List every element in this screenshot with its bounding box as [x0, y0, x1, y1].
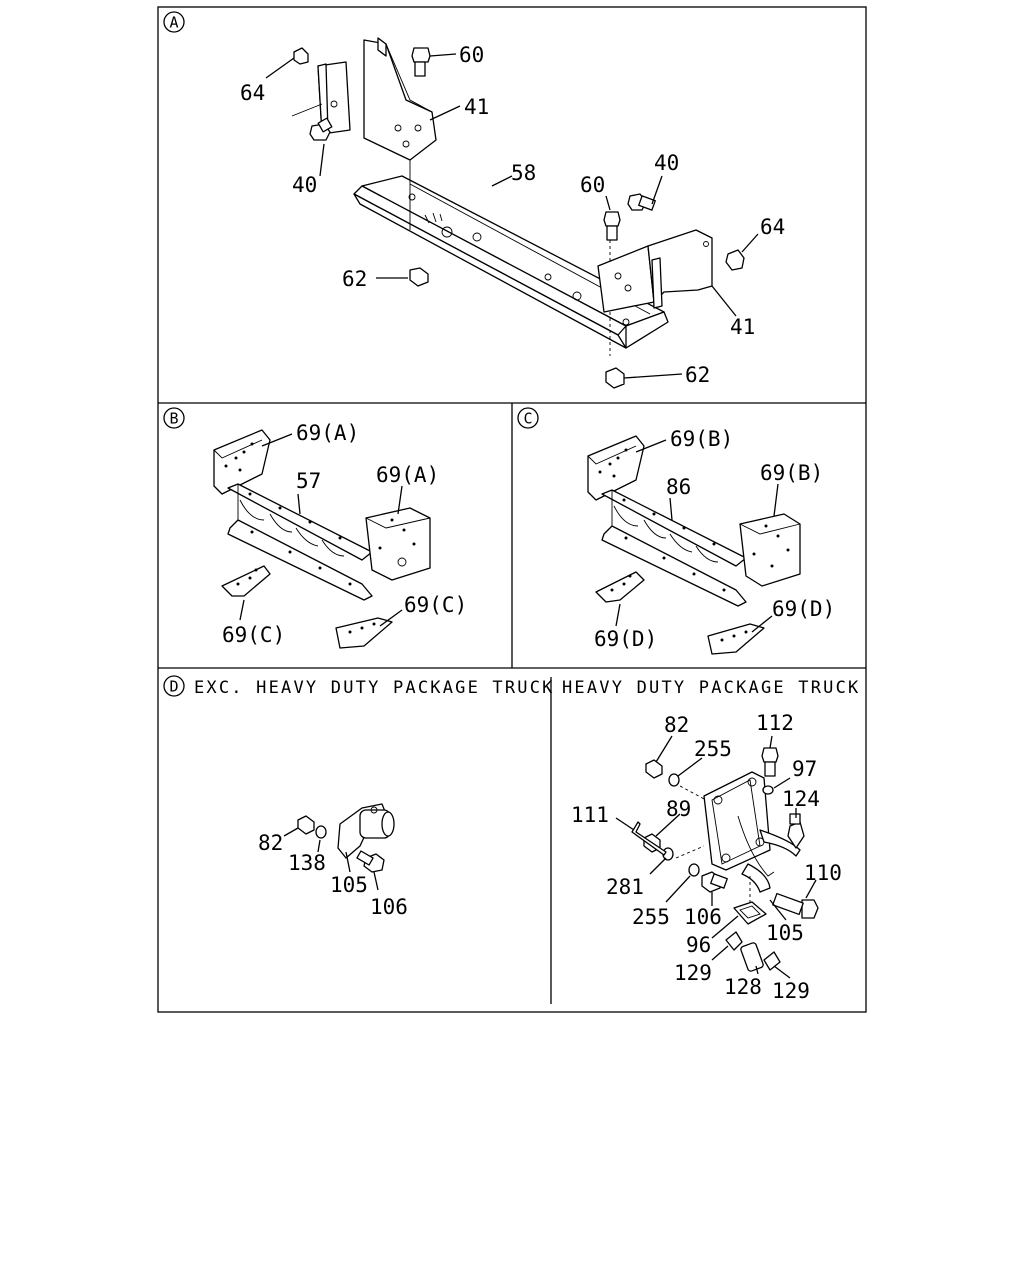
panel-c-marker: C — [523, 410, 532, 428]
callout-255-bottom: 255 — [632, 905, 670, 929]
callout-41-right: 41 — [730, 315, 755, 339]
panel-a: A — [163, 11, 785, 389]
leaders-b — [239, 433, 403, 627]
panel-b: B 69(A) — [163, 407, 467, 649]
callout-124: 124 — [782, 787, 820, 811]
leaders-d-right — [615, 735, 817, 979]
hardware-a-drawing — [293, 47, 745, 389]
callout-112: 112 — [756, 711, 794, 735]
callout-69a-right: 69(A) — [376, 463, 439, 487]
shackle-assembly-left-drawing — [297, 803, 395, 873]
callout-255-top: 255 — [694, 737, 732, 761]
callout-69c-right: 69(C) — [404, 593, 467, 617]
callout-105-left: 105 — [330, 873, 368, 897]
callout-69b-right: 69(B) — [760, 461, 823, 485]
callout-69a-top: 69(A) — [296, 421, 359, 445]
callout-129-left: 129 — [674, 961, 712, 985]
callout-96: 96 — [686, 933, 711, 957]
panel-d-marker-circle — [163, 675, 185, 697]
panel-d-left: D EXC. HEAVY DUTY PACKAGE TRUCK 82 138 1… — [163, 675, 555, 919]
callout-106-right: 106 — [684, 905, 722, 929]
callout-110: 110 — [804, 861, 842, 885]
panel-d-right: HEAVY DUTY PACKAGE TRUCK — [562, 678, 860, 1003]
callout-138: 138 — [288, 851, 326, 875]
panel-c: C 69(B) 86 — [517, 407, 835, 655]
callout-62-bottom: 62 — [685, 363, 710, 387]
callout-69d-left: 69(D) — [594, 627, 657, 651]
rivets-b — [224, 442, 416, 634]
callout-129-right: 129 — [772, 979, 810, 1003]
panel-b-marker: B — [169, 410, 178, 428]
callout-69d-right: 69(D) — [772, 597, 835, 621]
crossmember-57-drawing — [213, 429, 431, 649]
leaders-a — [265, 53, 759, 379]
bracket-41-right-drawing — [597, 229, 713, 313]
panel-a-marker-circle — [163, 11, 185, 33]
panel-a-marker: A — [169, 14, 178, 32]
crossmember-86-drawing — [587, 435, 801, 655]
callout-111: 111 — [571, 803, 609, 827]
callout-64-right: 64 — [760, 215, 785, 239]
leaders-c — [615, 439, 779, 633]
callout-62-left: 62 — [342, 267, 367, 291]
callout-58: 58 — [511, 161, 536, 185]
panel-b-marker-circle — [163, 407, 185, 429]
callout-281: 281 — [606, 875, 644, 899]
bracket-41-left-drawing — [291, 37, 437, 161]
callout-57: 57 — [296, 469, 321, 493]
panel-c-marker-circle — [517, 407, 539, 429]
callout-106-left: 106 — [370, 895, 408, 919]
callout-40-right: 40 — [654, 151, 679, 175]
callout-60-top: 60 — [459, 43, 484, 67]
callout-41-left: 41 — [464, 95, 489, 119]
callout-40-left: 40 — [292, 173, 317, 197]
diagram-frame — [157, 6, 867, 1013]
callout-86: 86 — [666, 475, 691, 499]
panel-d-marker: D — [169, 678, 178, 696]
callout-64-left: 64 — [240, 81, 265, 105]
panel-d-right-title: HEAVY DUTY PACKAGE TRUCK — [562, 678, 860, 698]
rivets-c — [598, 448, 790, 642]
callout-97: 97 — [792, 757, 817, 781]
callout-69b-top: 69(B) — [670, 427, 733, 451]
crossmember-58-drawing — [353, 160, 669, 356]
callout-128: 128 — [724, 975, 762, 999]
leaders-d-left — [283, 827, 379, 891]
callout-105-right: 105 — [766, 921, 804, 945]
callout-82-left: 82 — [258, 831, 283, 855]
shackle-assembly-heavy-drawing — [631, 747, 819, 972]
callout-69c-left: 69(C) — [222, 623, 285, 647]
callout-82-right: 82 — [664, 713, 689, 737]
panel-d-left-title: EXC. HEAVY DUTY PACKAGE TRUCK — [194, 678, 555, 698]
callout-60-right: 60 — [580, 173, 605, 197]
callout-89: 89 — [666, 797, 691, 821]
